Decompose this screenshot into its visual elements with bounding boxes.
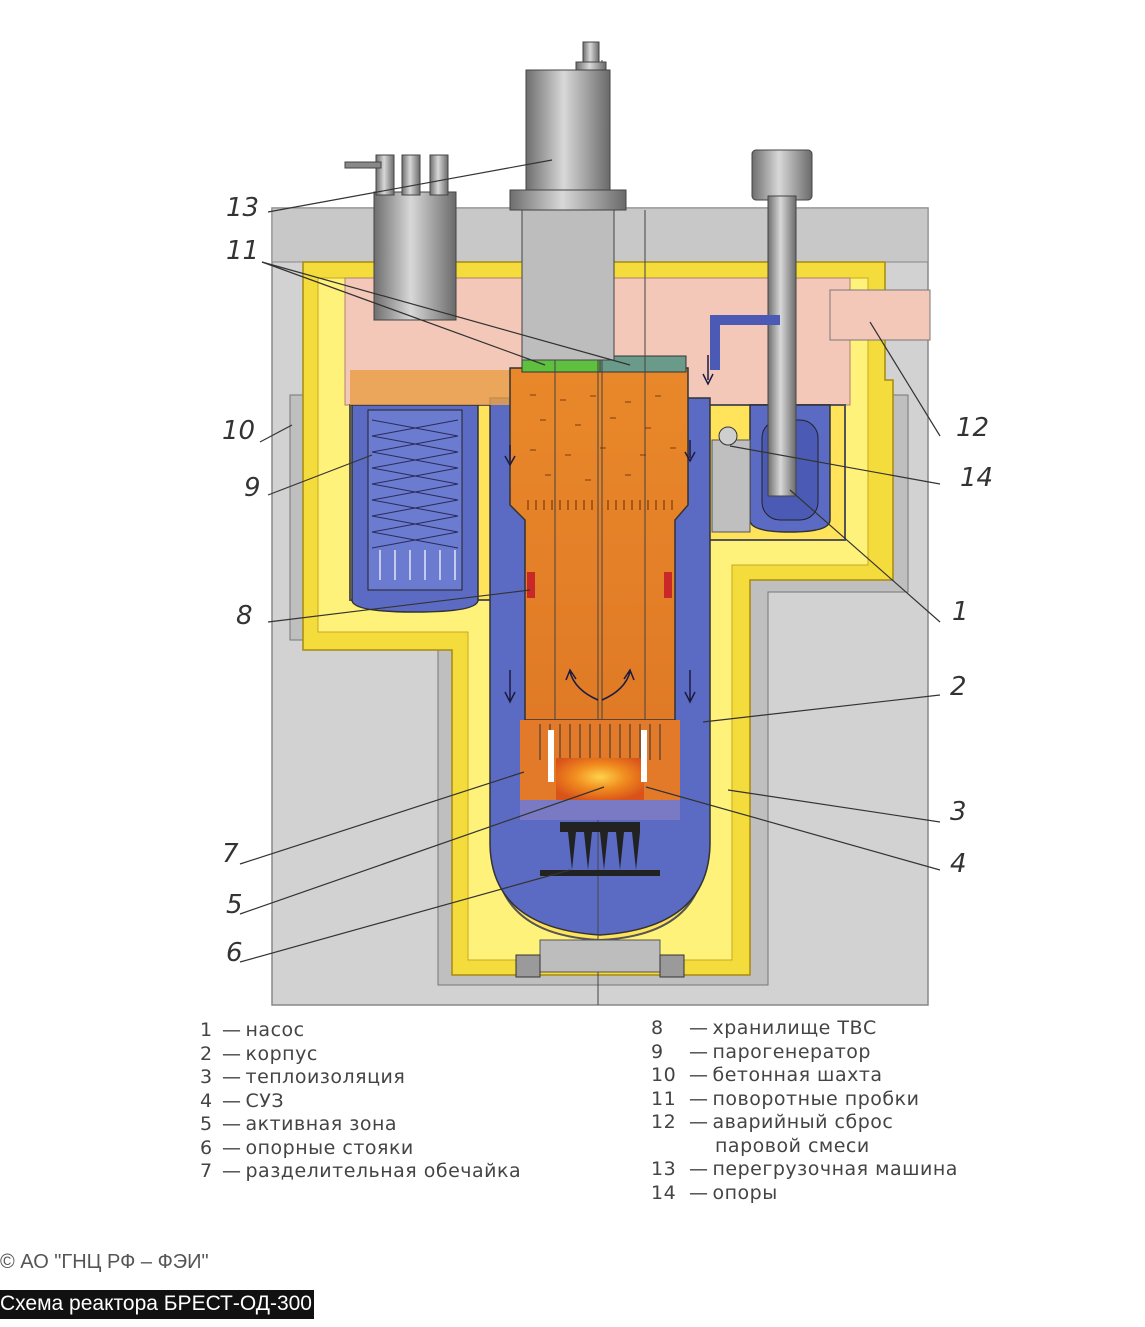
legend-item: 3—теплоизоляция [200, 1066, 406, 1088]
legend-item: 13—перегрузочная машина [651, 1158, 958, 1180]
sg-nozzle-2 [401, 154, 421, 196]
vessel-bottom-support [539, 939, 661, 973]
callout-5: 5 [226, 890, 243, 920]
pump-motor [751, 149, 813, 201]
bottom-foot-left [515, 954, 541, 978]
upper-plenum-dashes [530, 394, 676, 481]
fuel-storage-left [527, 572, 535, 598]
steam-generator-tubes [379, 550, 456, 580]
control-system-rod-left [548, 730, 554, 782]
reactor-diagram: 13 11 10 9 8 12 14 1 2 3 4 7 5 6 [222, 41, 993, 1006]
callout-7: 7 [222, 839, 239, 869]
legend-item: 14—опоры [651, 1181, 778, 1204]
support-ball [718, 426, 738, 446]
legend-item: 5—активная зона [200, 1113, 398, 1135]
steam-generator-coils [371, 419, 459, 549]
legend-right: 8—хранилище ТВС 9—парогенератор 10—бетон… [651, 1017, 958, 1205]
legend-item-continuation: паровой смеси [715, 1134, 870, 1157]
legend-item: 12—аварийный сброс [651, 1111, 894, 1133]
copyright-notice: © АО "ГНЦ РФ – ФЭИ" [0, 1251, 209, 1273]
support-columns [540, 822, 660, 876]
legend-item: 4—СУЗ [200, 1089, 285, 1112]
pump-shaft [767, 195, 797, 497]
vessel-support [711, 439, 751, 533]
bottom-foot-right [659, 954, 685, 978]
fuel-storage-right [664, 572, 672, 598]
callout-6: 6 [226, 938, 243, 968]
callout-labels: 13 11 10 9 8 12 14 1 2 3 4 7 5 6 [222, 193, 993, 968]
legend-item: 7—разделительная обечайка [200, 1160, 522, 1182]
emergency-steam-relief-pipe [829, 289, 931, 341]
pump-discharge-pipe [710, 315, 780, 370]
legend-item: 1—насос [200, 1019, 305, 1041]
callout-8: 8 [236, 601, 253, 631]
legend-item: 8—хранилище ТВС [651, 1017, 877, 1039]
callout-14: 14 [960, 463, 993, 493]
leader-lines [239, 159, 941, 963]
refueling-machine [525, 69, 611, 195]
flow-arrows [504, 355, 714, 704]
refueling-machine-base [509, 189, 627, 211]
sg-head [373, 191, 457, 321]
image-caption: Схема реактора БРЕСТ-ОД-300 [0, 1290, 314, 1319]
legend-item: 10—бетонная шахта [651, 1064, 883, 1086]
callout-13: 13 [226, 193, 259, 223]
legend-item: 6—опорные стояки [200, 1136, 414, 1159]
callout-11: 11 [226, 236, 259, 266]
separating-shell [509, 367, 689, 721]
callout-4: 4 [950, 849, 967, 879]
callout-10: 10 [222, 416, 255, 446]
callout-3: 3 [950, 797, 967, 827]
legend-left: 1—насос 2—корпус 3—теплоизоляция 4—СУЗ 5… [200, 1019, 521, 1184]
callout-1: 1 [952, 597, 969, 627]
refueling-column [521, 209, 615, 361]
rotating-plug-teal [599, 355, 687, 373]
legend-item: 11—поворотные пробки [651, 1087, 920, 1110]
steam-generator-body [367, 409, 463, 591]
callout-9: 9 [244, 473, 261, 503]
fuel-comb [527, 500, 673, 510]
lead-free-surface [350, 370, 520, 405]
legend-item: 2—корпус [200, 1042, 318, 1065]
active-core [556, 758, 644, 800]
callout-2: 2 [950, 672, 967, 702]
legend-item: 9—парогенератор [651, 1040, 871, 1063]
control-system-rod-right [641, 730, 647, 782]
callout-12: 12 [956, 413, 989, 443]
lower-plenum [520, 800, 680, 820]
sg-nozzle-3 [429, 154, 449, 196]
sg-pipe [344, 161, 382, 169]
